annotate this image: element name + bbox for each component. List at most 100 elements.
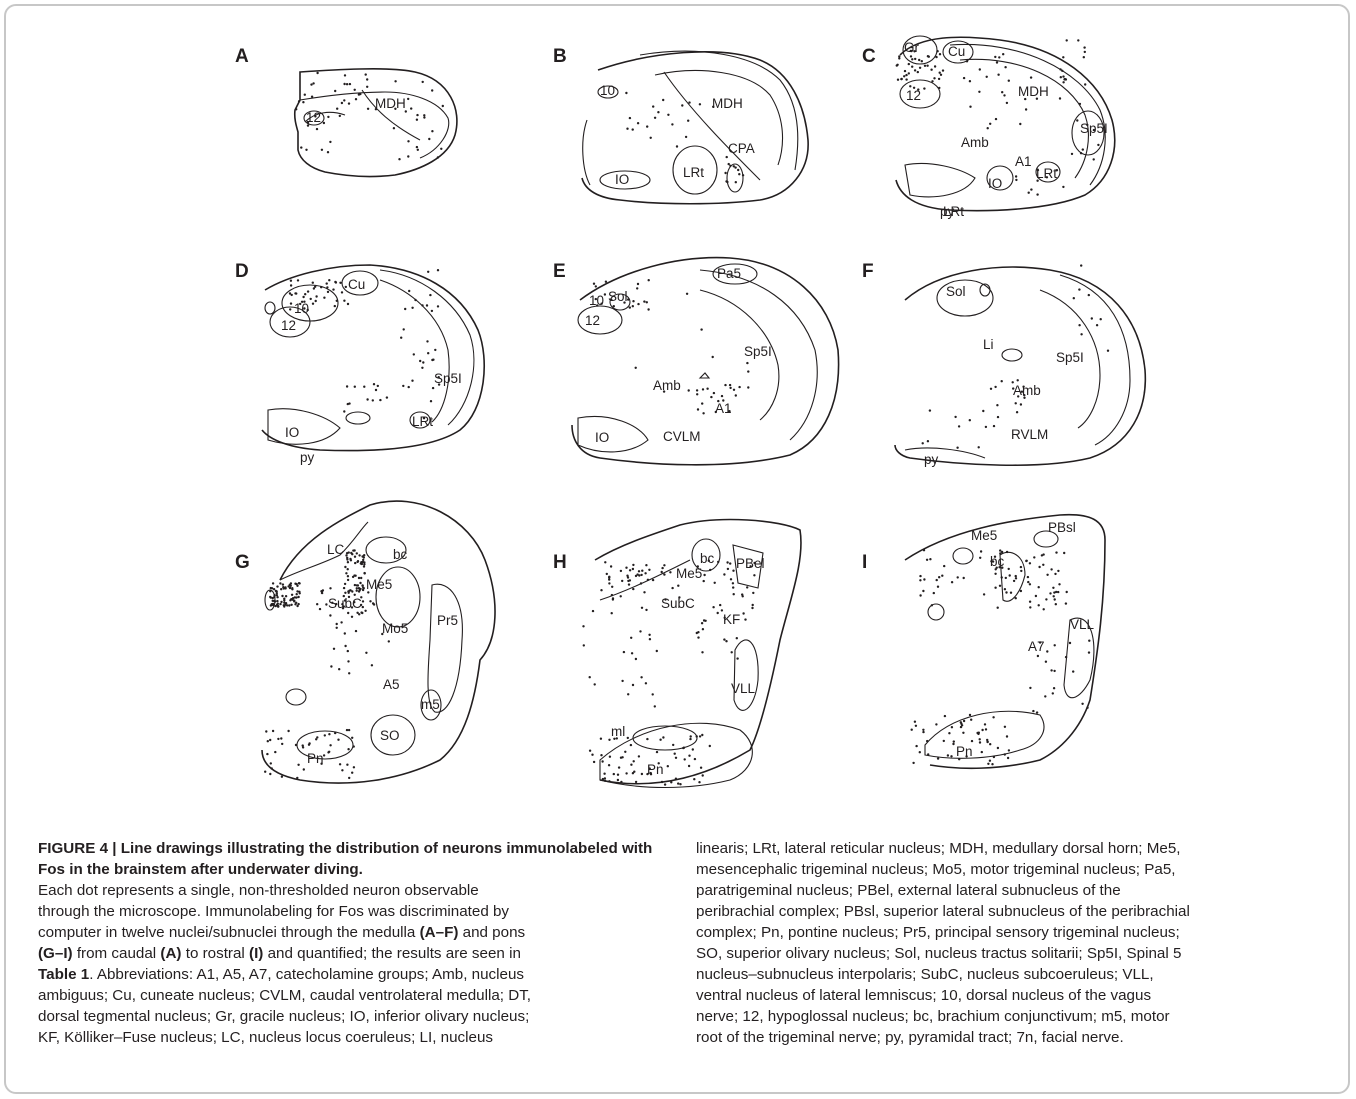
fos-neuron-dot [697, 636, 699, 638]
region-label: IO [595, 430, 609, 445]
fos-neuron-dot [979, 738, 981, 740]
fos-neuron-dot [343, 605, 345, 607]
fos-neuron-dot [991, 763, 993, 765]
region-label: bc [393, 547, 408, 562]
fos-neuron-dot [742, 612, 744, 614]
fos-neuron-dot [664, 598, 666, 600]
fos-neuron-dot [410, 107, 412, 109]
fos-neuron-dot [938, 78, 940, 80]
fos-neuron-dot [422, 361, 424, 363]
fos-neuron-dot [1042, 553, 1044, 555]
fos-neuron-dot [421, 304, 423, 306]
fos-neuron-dot [400, 337, 402, 339]
fos-neuron-dot [422, 81, 424, 83]
fos-neuron-dot [604, 561, 606, 563]
fos-neuron-dot [1093, 129, 1095, 131]
fos-neuron-dot [375, 389, 377, 391]
fos-neuron-dot [962, 732, 964, 734]
fos-neuron-dot [361, 584, 363, 586]
fos-neuron-dot [289, 599, 291, 601]
fos-neuron-dot [696, 389, 698, 391]
fos-neuron-dot [667, 765, 669, 767]
fos-neuron-dot [360, 596, 362, 598]
fos-neuron-dot [983, 593, 985, 595]
fos-neuron-dot [344, 74, 346, 76]
fos-neuron-dot [632, 305, 634, 307]
fos-neuron-dot [1042, 564, 1044, 566]
fos-neuron-dot [358, 613, 360, 615]
fos-neuron-dot [661, 781, 663, 783]
fos-neuron-dot [1020, 403, 1022, 405]
fos-neuron-dot [659, 739, 661, 741]
fos-neuron-dot [341, 291, 343, 293]
fos-neuron-dot [682, 747, 684, 749]
fos-neuron-dot [294, 583, 296, 585]
fos-neuron-dot [1029, 687, 1031, 689]
fos-neuron-dot [611, 594, 613, 596]
fos-neuron-dot [610, 565, 612, 567]
region-label: MDH [712, 96, 743, 111]
fos-neuron-dot [726, 181, 728, 183]
fos-neuron-dot [1079, 103, 1081, 105]
fos-neuron-dot [1015, 402, 1017, 404]
fos-neuron-dot [349, 83, 351, 85]
fos-neuron-dot [1062, 75, 1064, 77]
fos-neuron-dot [1001, 567, 1003, 569]
panel-letter-e: E [553, 261, 566, 282]
region-label: LC [327, 542, 345, 557]
fos-neuron-dot [994, 56, 996, 58]
fos-neuron-dot [725, 640, 727, 642]
fos-neuron-dot [632, 128, 634, 130]
fos-neuron-dot [336, 623, 338, 625]
fos-neuron-dot [605, 281, 607, 283]
fos-neuron-dot [319, 608, 321, 610]
fos-neuron-dot [995, 568, 997, 570]
fos-neuron-dot [994, 386, 996, 388]
fos-neuron-dot [1036, 180, 1038, 182]
region-label: Me5 [971, 528, 997, 543]
fos-neuron-dot [1020, 590, 1022, 592]
fos-neuron-dot [386, 396, 388, 398]
fos-neuron-dot [357, 584, 359, 586]
fos-neuron-dot [1053, 687, 1055, 689]
caption-bold-ref: Table 1 [38, 966, 89, 983]
fos-neuron-dot [345, 554, 347, 556]
fos-neuron-dot [276, 600, 278, 602]
fos-neuron-dot [423, 417, 425, 419]
fos-neuron-dot [1036, 98, 1038, 100]
fos-neuron-dot [343, 99, 345, 101]
fos-neuron-dot [646, 773, 648, 775]
fos-neuron-dot [325, 603, 327, 605]
fos-neuron-dot [944, 715, 946, 717]
fos-neuron-dot [291, 587, 293, 589]
fos-neuron-dot [1046, 176, 1048, 178]
fos-neuron-dot [621, 680, 623, 682]
fos-neuron-dot [286, 604, 288, 606]
fos-neuron-dot [1062, 186, 1064, 188]
fos-neuron-dot [1052, 587, 1054, 589]
fos-neuron-dot [437, 156, 439, 158]
fos-neuron-dot [1017, 379, 1019, 381]
fos-neuron-dot [351, 737, 353, 739]
fos-neuron-dot [272, 600, 274, 602]
fos-neuron-dot [729, 387, 731, 389]
fos-neuron-dot [591, 754, 593, 756]
fos-neuron-dot [279, 603, 281, 605]
fos-neuron-dot [344, 599, 346, 601]
caption-text: to rostral [182, 945, 250, 962]
fos-neuron-dot [697, 565, 699, 567]
fos-neuron-dot [998, 566, 1000, 568]
fos-neuron-dot [1015, 179, 1017, 181]
fos-neuron-dot [933, 77, 935, 79]
fos-neuron-dot [1001, 91, 1003, 93]
fos-neuron-dot [600, 303, 602, 305]
region-label: Cu [948, 44, 965, 59]
fos-neuron-dot [294, 603, 296, 605]
fos-neuron-dot [1086, 124, 1088, 126]
fos-neuron-dot [652, 105, 654, 107]
fos-neuron-dot [283, 598, 285, 600]
fos-neuron-dot [365, 652, 367, 654]
panel-g-drawing [262, 501, 495, 783]
fos-neuron-dot [717, 561, 719, 563]
fos-neuron-dot [637, 283, 639, 285]
